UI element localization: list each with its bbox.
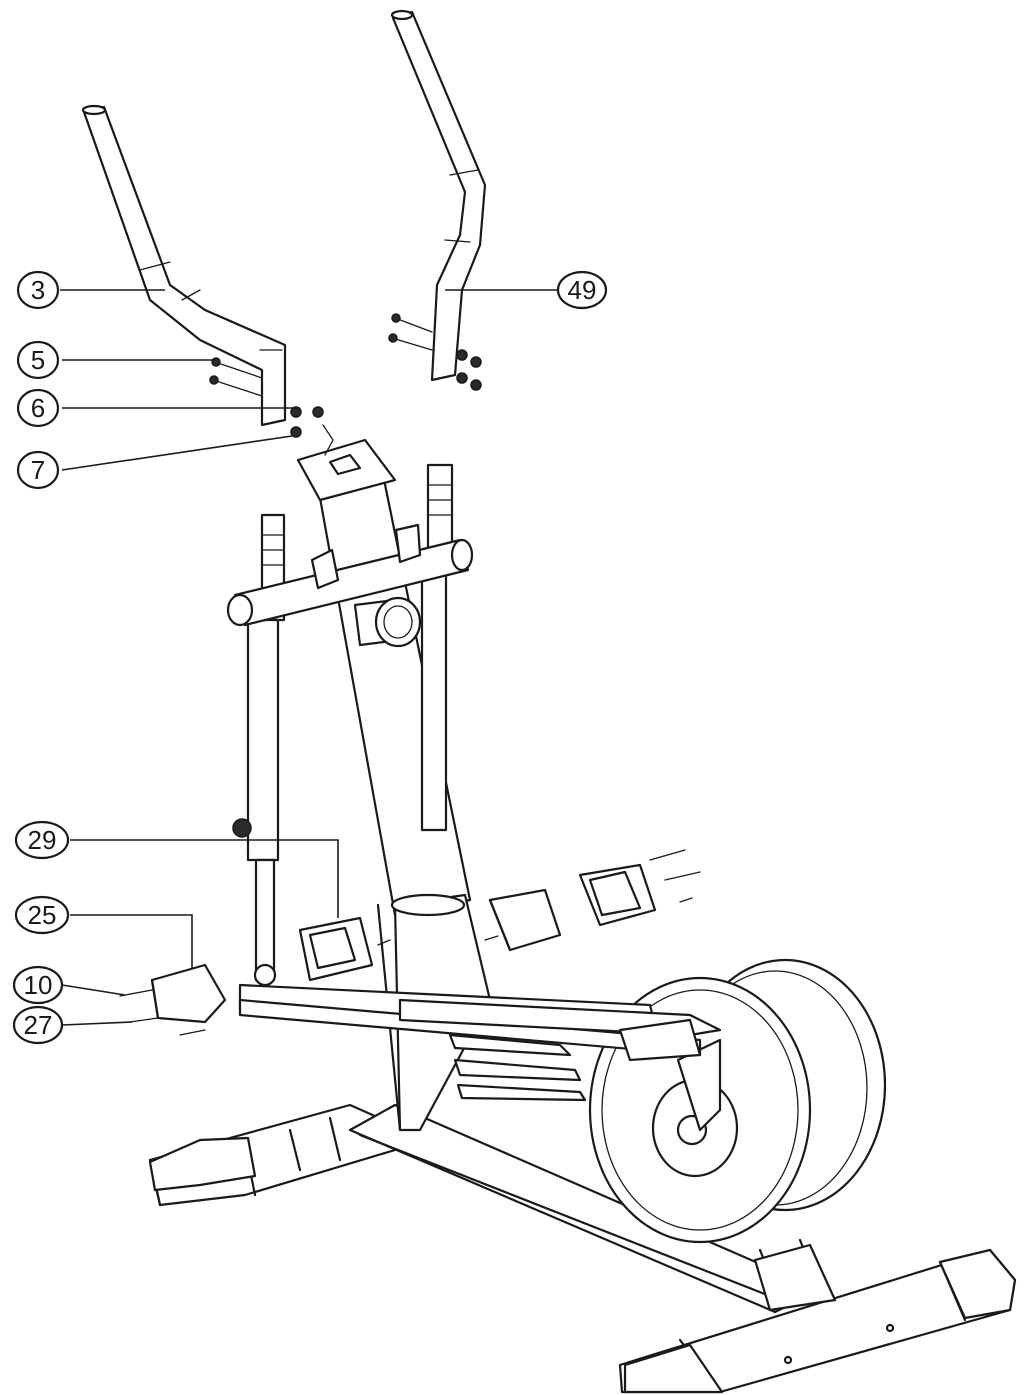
right-lower-arm xyxy=(420,463,454,832)
cover-right-b xyxy=(578,863,657,927)
cover-29 xyxy=(298,916,374,982)
rear-stabilizer xyxy=(148,1103,397,1207)
callout-7-label: 7 xyxy=(31,455,45,485)
cover-25 xyxy=(150,963,227,1024)
callout-49: 49 xyxy=(556,270,608,310)
flywheel xyxy=(588,958,887,1312)
leader-lines xyxy=(60,289,560,1026)
crossbar-axle xyxy=(226,523,474,627)
callout-49-label: 49 xyxy=(568,275,597,305)
cover-right-a xyxy=(488,888,562,952)
callout-27: 27 xyxy=(12,1005,64,1045)
callout-5-label: 5 xyxy=(31,345,45,375)
callout-7: 7 xyxy=(16,450,60,490)
front-stabilizer xyxy=(618,1248,1017,1394)
right-handlebar-49 xyxy=(390,9,487,382)
callout-27-label: 27 xyxy=(24,1010,53,1040)
fasteners-right xyxy=(377,849,701,946)
callout-10: 10 xyxy=(12,965,64,1005)
callout-6-label: 6 xyxy=(31,393,45,423)
callout-10-label: 10 xyxy=(24,970,53,1000)
callout-5: 5 xyxy=(16,340,60,380)
callout-29: 29 xyxy=(14,820,70,860)
callout-25-label: 25 xyxy=(28,900,57,930)
pedal-link-arm xyxy=(238,983,722,1102)
callout-29-label: 29 xyxy=(28,825,57,855)
fasteners-left xyxy=(119,818,252,1036)
callout-3-label: 3 xyxy=(31,275,45,305)
callout-6: 6 xyxy=(16,388,60,428)
callout-25: 25 xyxy=(14,895,70,935)
tension-knob xyxy=(353,596,422,648)
left-handlebar-3 xyxy=(81,104,287,427)
handlebar-bolts xyxy=(209,313,482,438)
callout-3: 3 xyxy=(16,270,60,310)
